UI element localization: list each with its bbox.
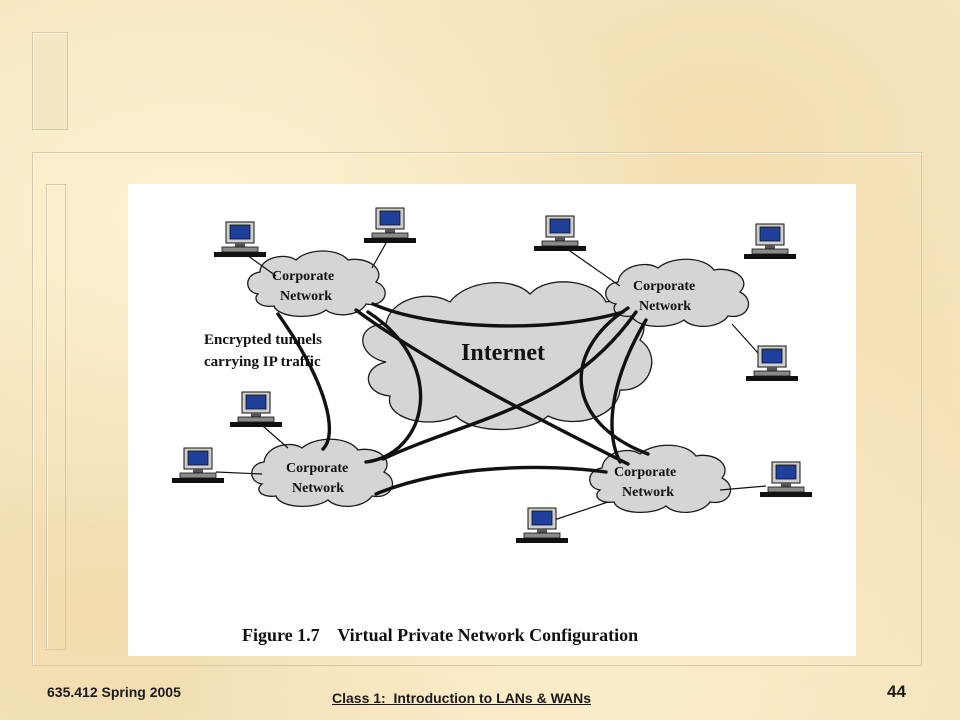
network-label-line2: Network <box>622 485 674 500</box>
content-frame <box>32 152 922 666</box>
tunnel-label-line2: carrying IP traffic <box>204 354 321 370</box>
encrypted-tunnels <box>276 302 650 496</box>
course-term: 635.412 Spring 2005 <box>47 684 181 700</box>
cloud-top-left <box>247 250 386 318</box>
network-label-line1: Corporate <box>614 465 676 480</box>
lecture-title: Class 1: Introduction to LANs & WANs <box>332 690 592 706</box>
computer-icon <box>533 215 587 252</box>
computer-icon <box>363 207 417 244</box>
cloud-bottom-left <box>251 438 394 507</box>
internet-cloud <box>362 281 653 431</box>
network-label-line1: Corporate <box>286 461 348 476</box>
decorative-bar-left <box>46 184 66 650</box>
network-label-line2: Network <box>280 289 332 304</box>
slide-number: 44 <box>887 682 906 701</box>
computer-icon <box>515 507 569 544</box>
decorative-bar-top <box>32 32 68 130</box>
network-label-line2: Network <box>639 299 691 314</box>
computer-icon <box>171 447 225 484</box>
computer-icon <box>229 391 283 428</box>
tunnel-label-line1: Encrypted tunnels <box>204 332 322 348</box>
network-label-line2: Network <box>292 481 344 496</box>
network-label-line1: Corporate <box>633 279 695 294</box>
computer-icon <box>745 345 799 382</box>
network-label-line1: Corporate <box>272 269 334 284</box>
vpn-figure: Internet Encrypted tunnels carrying IP t… <box>128 184 856 656</box>
computer-icon <box>759 461 813 498</box>
figure-caption: Figure 1.7 Virtual Private Network Confi… <box>242 625 638 645</box>
internet-label: Internet <box>461 340 545 366</box>
vpn-diagram: Internet Encrypted tunnels carrying IP t… <box>171 207 813 645</box>
computer-icon <box>213 221 267 258</box>
computer-icon <box>743 223 797 260</box>
